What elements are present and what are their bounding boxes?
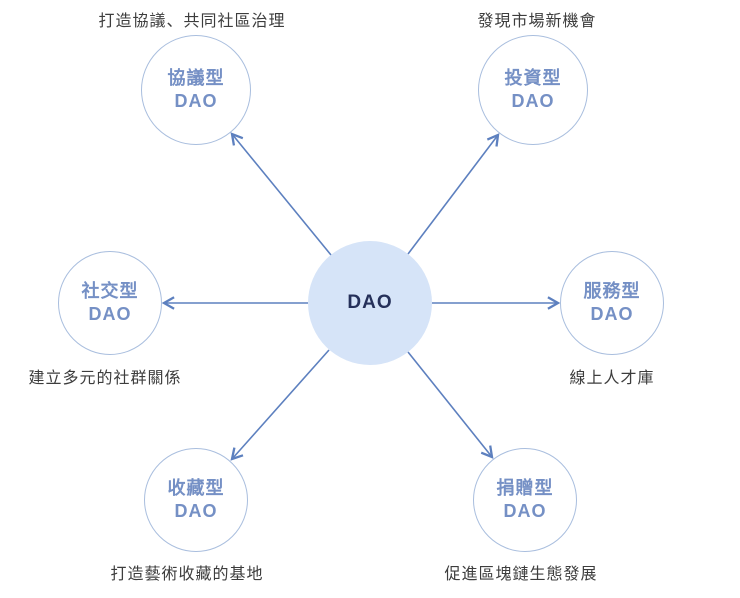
node-investment-dao: 投資型 DAO xyxy=(478,35,588,145)
node-protocol-dao-sub: DAO xyxy=(174,91,218,111)
caption-collector-dao: 打造藝術收藏的基地 xyxy=(110,566,264,583)
node-service-dao-sub: DAO xyxy=(590,304,634,324)
node-grant-dao-title: 捐贈型 xyxy=(496,477,554,498)
node-collector-dao: 收藏型 DAO xyxy=(144,448,248,552)
node-protocol-dao-title: 協議型 xyxy=(167,67,225,88)
node-social-dao: 社交型 DAO xyxy=(58,251,162,355)
arrow-to-investment-dao xyxy=(407,133,500,255)
caption-investment-dao: 發現市場新機會 xyxy=(477,13,597,30)
node-social-dao-title: 社交型 xyxy=(81,280,139,301)
arrow-to-collector-dao xyxy=(230,349,330,461)
node-service-dao-title: 服務型 xyxy=(583,280,641,301)
arrow-to-protocol-dao xyxy=(230,132,332,256)
node-grant-dao: 捐贈型 DAO xyxy=(473,448,577,552)
node-grant-dao-sub: DAO xyxy=(503,501,547,521)
caption-social-dao: 建立多元的社群關係 xyxy=(28,370,182,387)
caption-service-dao: 線上人才庫 xyxy=(569,370,655,387)
node-social-dao-sub: DAO xyxy=(88,304,132,324)
node-collector-dao-sub: DAO xyxy=(174,501,218,521)
arrow-to-grant-dao xyxy=(407,351,494,459)
node-dao-center: DAO xyxy=(308,241,432,365)
node-protocol-dao: 協議型 DAO xyxy=(141,35,251,145)
node-service-dao: 服務型 DAO xyxy=(560,251,664,355)
caption-grant-dao: 促進區塊鏈生態發展 xyxy=(444,566,598,583)
node-dao-center-label: DAO xyxy=(347,292,393,313)
caption-protocol-dao: 打造協議、共同社區治理 xyxy=(98,13,286,30)
node-investment-dao-title: 投資型 xyxy=(504,67,562,88)
node-collector-dao-title: 收藏型 xyxy=(167,477,225,498)
node-investment-dao-sub: DAO xyxy=(511,91,555,111)
